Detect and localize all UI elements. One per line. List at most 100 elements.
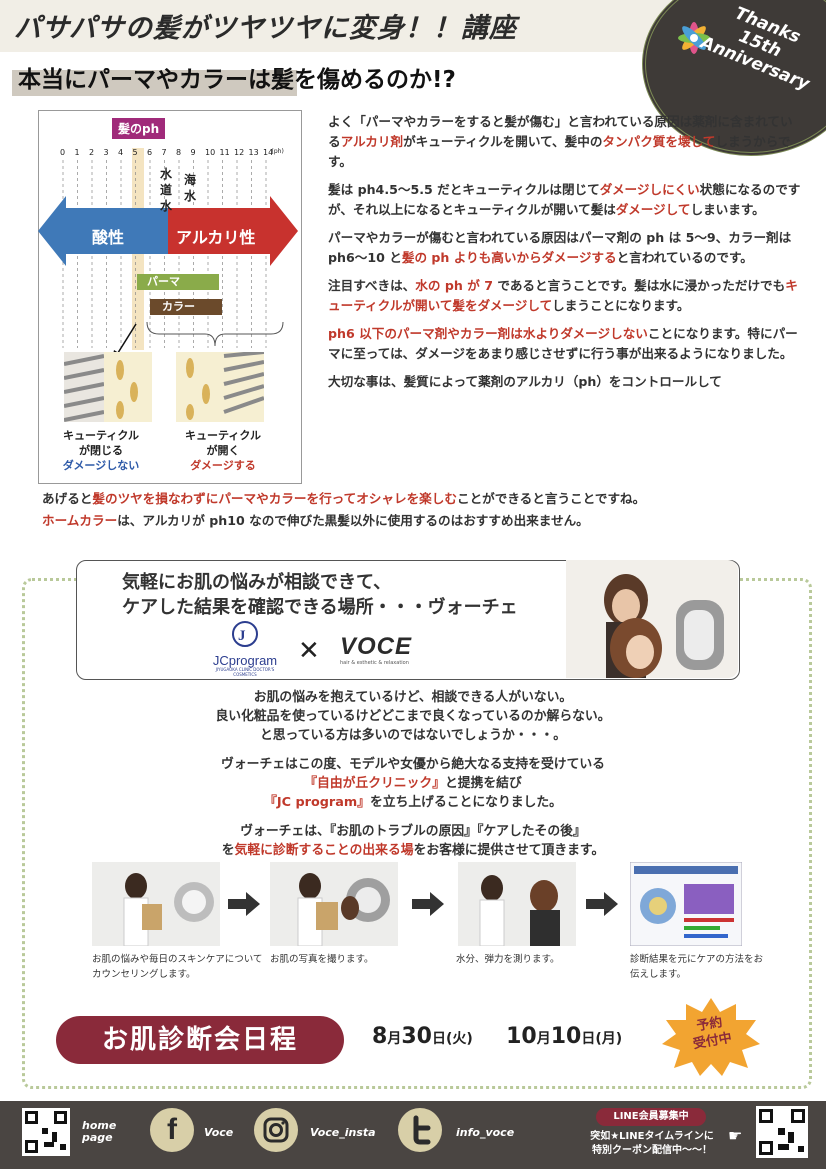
facebook-handle[interactable]: Voce	[204, 1126, 234, 1139]
line-msg-2: 特別クーポン配信中〜〜！	[592, 1145, 712, 1156]
p4-text-a: 注目すべきは、	[328, 278, 416, 293]
paragraph-3: パーマやカラーが傷むと言われている原因はパーマ剤の ph は 5〜9、カラー剤は…	[328, 228, 804, 268]
clinic-name: 『自由が丘クリニック』	[304, 776, 445, 791]
jc-logo-text: JCprogram	[212, 653, 278, 668]
line-member-pill[interactable]: LINE会員募集中	[596, 1108, 706, 1126]
p7-text-a: あげると	[42, 491, 93, 506]
intro-highlight-8b: 気軽に診断することの出来る場	[234, 843, 414, 858]
ph-tick-7: 7	[161, 148, 167, 157]
closed-cuticle-caption: キューティクル が閉じる ダメージしない	[46, 428, 156, 473]
ph-tick-1: 1	[74, 148, 80, 157]
reservation-burst-icon	[662, 998, 760, 1076]
intro-line-4: ヴォーチェはこの度、モデルや女優から絶大なる支持を受けている	[221, 757, 605, 772]
closed-cuticle-illustration	[64, 352, 152, 422]
paragraph-4: 注目すべきは、水の ph が 7 であると言うことです。髪は水に浸かっただけでも…	[328, 276, 804, 316]
ph-tick-11: 11	[219, 148, 230, 157]
line-msg-1: 突如★LINEタイムラインに	[590, 1131, 714, 1142]
ph-tick-10: 10	[205, 148, 216, 157]
p1-highlight-b: アルカリ剤	[340, 134, 404, 149]
step-arrow-2-icon	[412, 892, 444, 916]
ph-tick-2: 2	[89, 148, 95, 157]
step-4-result-screen	[630, 862, 742, 946]
page-text: page	[82, 1131, 113, 1144]
p8-highlight-a: ホームカラー	[42, 513, 118, 528]
p1-text-a: よく「パーマやカラーをすると髪が傷む」と言われている原因は薬剤に含まれている	[328, 114, 793, 149]
ph-tick-0: 0	[60, 148, 66, 157]
step-4-caption: 診断結果を元にケアの方法をお伝えします。	[630, 954, 764, 980]
paragraph-8: ホームカラーは、アルカリが ph10 なので伸びた黒髪以外に使用するのはおすすめ…	[42, 510, 802, 532]
intro-text: お肌の悩みを抱えているけど、相談できる人がいない。 良い化粧品を使っているけどど…	[96, 688, 730, 870]
p1-text-c: がキューティクルを開いて、髪中の	[403, 134, 603, 149]
date-1-day: 30	[401, 1024, 432, 1049]
ph-tick-13: 13	[248, 148, 259, 157]
intro-line-2: 良い化粧品を使っているけどどこまで良くなっているのか解らない。	[215, 709, 611, 724]
schedule-label: お肌診断会日程	[56, 1016, 344, 1064]
times-icon: ✕	[298, 636, 320, 666]
open-cuticle-illustration	[176, 352, 264, 422]
facebook-icon[interactable]: f	[150, 1108, 194, 1152]
p1-highlight-d: タンパク質を壊して	[602, 134, 716, 149]
date-2-month-char: 月	[536, 1031, 551, 1047]
twitter-icon[interactable]	[398, 1108, 442, 1152]
article-text: よく「パーマやカラーをすると髪が傷む」と言われている原因は薬剤に含まれているアル…	[328, 112, 804, 400]
date-2-day-char: 日	[581, 1031, 596, 1047]
step-1-caption: お肌の悩みや毎日のスキンケアについてカウンセリングします。	[92, 954, 263, 980]
twitter-handle[interactable]: info_voce	[456, 1126, 515, 1139]
instagram-handle[interactable]: Voce_insta	[310, 1126, 376, 1139]
step-3-caption: 水分、弾力を測ります。	[456, 954, 560, 965]
instagram-icon[interactable]	[254, 1108, 298, 1152]
no-damage-label: ダメージしない	[62, 459, 140, 472]
step-arrow-3-icon	[586, 892, 618, 916]
step-2-photo	[270, 862, 398, 946]
svg-text:J: J	[238, 628, 246, 644]
p5-highlight-a: ph6 以下のパーマ剤やカラー剤は水よりダメージしない	[328, 326, 648, 341]
date-2-day: 10	[550, 1024, 582, 1049]
ph-tick-8: 8	[176, 148, 182, 157]
range-bracket	[146, 321, 284, 347]
ph-tick-6: 6	[147, 148, 153, 157]
ph-tick-12: 12	[234, 148, 245, 157]
intro-line-6b: を立ち上げることになりました。	[369, 795, 562, 810]
home-text: home	[82, 1119, 117, 1132]
step-arrow-1-icon	[228, 892, 260, 916]
open-cuticle-caption: キューティクル が開く ダメージする	[168, 428, 278, 473]
date-1-month-char: 月	[387, 1031, 402, 1047]
closed-caption-2: が閉じる	[79, 444, 123, 457]
perm-range: パーマ	[137, 274, 219, 290]
p2-highlight-d: ダメージして	[615, 202, 691, 217]
ph-tick-9: 9	[190, 148, 196, 157]
p5-text-b: ことになります。特にパーマに至っては、ダメージをあまり感じさせずに行う事が出来る…	[328, 326, 798, 361]
p4-text-c: であると言うことです。髪は水に浸かっただけでも	[492, 278, 786, 293]
date-1-month: 8	[372, 1024, 388, 1049]
homepage-label[interactable]: home page	[82, 1120, 116, 1144]
page-subtitle: 本当にパーマやカラーは髪を傷めるのか!?	[18, 67, 456, 93]
intro-para-1: お肌の悩みを抱えているけど、相談できる人がいない。 良い化粧品を使っているけどど…	[96, 688, 730, 745]
ph-tick-14: 14	[263, 148, 274, 157]
ph-grid	[62, 160, 267, 348]
pointing-hand-icon: ☛	[728, 1126, 743, 1145]
p2-text-a: 髪は ph4.5〜5.5 だとキューティクルは閉じて	[328, 182, 600, 197]
ph-unit: (ph)	[271, 148, 284, 155]
alkali-arrow	[168, 196, 298, 266]
voce-logo-sub: hair & esthetic & relaxation	[340, 660, 409, 666]
intro-line-8c: をお客様に提供させて頂きます。	[413, 843, 605, 858]
sea-water-label: 海水	[184, 173, 197, 203]
intro-para-2: ヴォーチェはこの度、モデルや女優から絶大なる支持を受けている 『自由が丘クリニッ…	[96, 755, 730, 812]
p3-highlight-b: 髪の ph よりも高いからダメージする	[401, 250, 617, 265]
flower-logo-icon	[678, 22, 710, 54]
open-caption-2: が開く	[206, 444, 240, 457]
p1-text-e: しまうからです。	[328, 134, 791, 169]
open-caption-1: キューティクル	[184, 429, 261, 442]
intro-para-3: ヴォーチェは、『お肌のトラブルの原因』『ケアしたその後』 を気軽に診断することの…	[96, 822, 730, 860]
header-title: パサパサの髪がツヤツヤに変身！！講座	[14, 13, 517, 44]
color-range: カラー	[150, 299, 222, 315]
article-tail: あげると髪のツヤを損なわずにパーマやカラーを行ってオシャレを楽しむことができると…	[42, 488, 802, 532]
homepage-qr-code[interactable]	[22, 1108, 70, 1156]
jc-mark-icon: J	[232, 621, 258, 647]
damage-label: ダメージする	[190, 459, 256, 472]
acid-label: 酸性	[92, 228, 125, 247]
date-1-day-char: 日	[431, 1031, 446, 1047]
closed-caption-1: キューティクル	[62, 429, 139, 442]
line-qr-code[interactable]	[756, 1106, 808, 1158]
jc-program-name: 『JC program』	[264, 795, 370, 810]
